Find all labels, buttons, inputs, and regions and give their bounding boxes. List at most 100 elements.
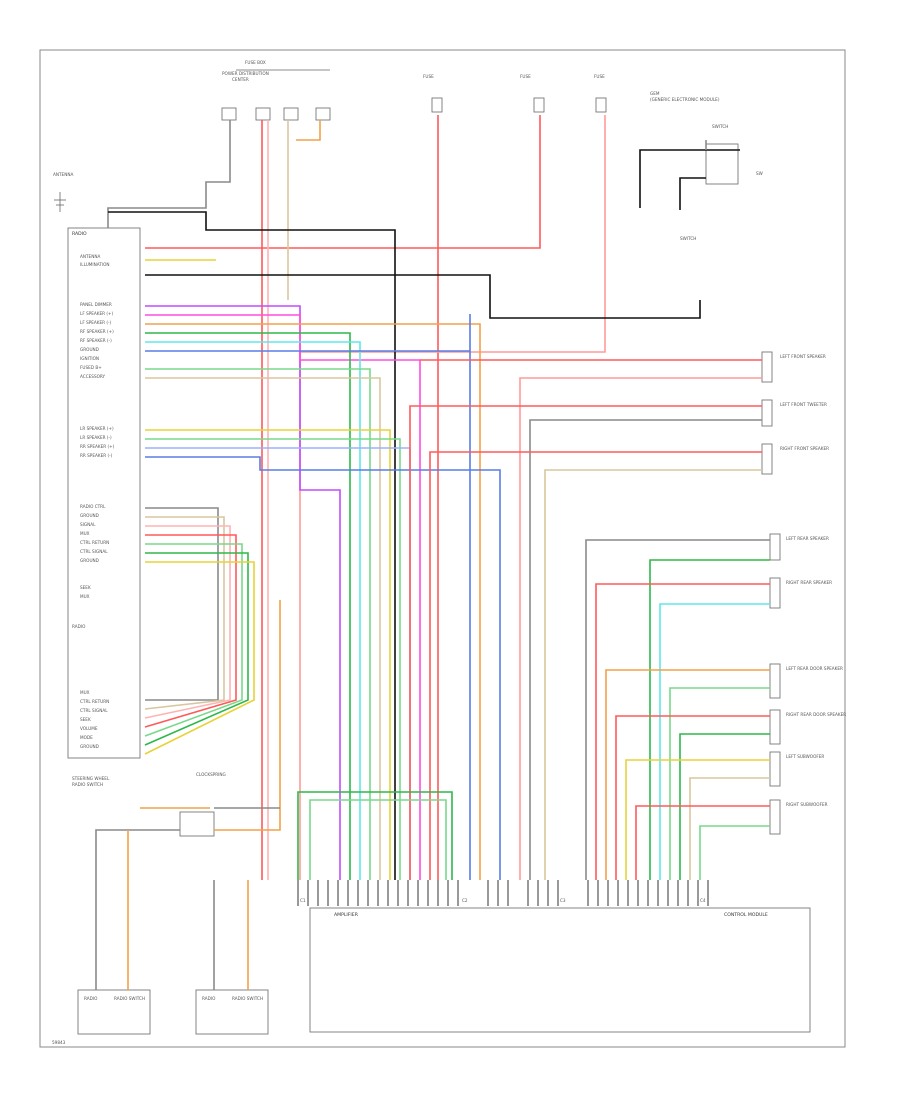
wire-rrd-green bbox=[679, 733, 770, 880]
sw-label: RADIO SWITCH bbox=[114, 996, 145, 1001]
pin-label: MUX bbox=[80, 594, 90, 599]
pin-label: ANTENNA bbox=[80, 254, 100, 259]
wire-amp-green-loop bbox=[297, 791, 453, 880]
fuse-3-label: FUSE bbox=[594, 74, 605, 79]
wire-lftw-gray bbox=[529, 419, 762, 880]
wire-gnd-cyan bbox=[145, 341, 361, 880]
pin-label: ACCESSORY bbox=[80, 374, 106, 379]
pin-label: LR SPEAKER (-) bbox=[80, 435, 112, 440]
pin-label: MUX bbox=[80, 690, 90, 695]
pin-label: FUSED B+ bbox=[80, 365, 102, 370]
amp-conn-label: C2 bbox=[462, 898, 468, 903]
amp-sub: CONTROL MODULE bbox=[724, 912, 768, 918]
sw-side-label: SW bbox=[756, 171, 763, 176]
pin-label: RF SPEAKER (-) bbox=[80, 338, 112, 343]
amp-conn-label: C3 bbox=[560, 898, 566, 903]
wire-acc-tan bbox=[145, 377, 381, 880]
wire-lrspk-gray bbox=[585, 539, 770, 880]
pin-label: SIGNAL bbox=[80, 522, 96, 527]
spk-label: LEFT FRONT SPEAKER bbox=[780, 354, 826, 359]
pin-label: RADIO CTRL bbox=[80, 504, 106, 509]
wire-steer-5 bbox=[144, 552, 249, 746]
diagram-frame bbox=[39, 49, 846, 1048]
amp-title: AMPLIFIER bbox=[334, 912, 359, 918]
wire-rfspk-red bbox=[429, 451, 762, 880]
sw-box-label: SWITCH bbox=[712, 124, 728, 129]
steering-label-2: RADIO SWITCH bbox=[72, 782, 103, 787]
fuse-2-label: FUSE bbox=[520, 74, 531, 79]
wire-gem-black-2 bbox=[679, 177, 706, 210]
wire-acc-pink bbox=[299, 115, 606, 880]
fuse-1-label: FUSE bbox=[423, 74, 434, 79]
wire-lrd-orange bbox=[605, 669, 770, 880]
wire-gem-black bbox=[639, 149, 740, 208]
pin-label: MUX bbox=[80, 531, 90, 536]
pin-label: ILLUMINATION bbox=[80, 262, 110, 267]
wire-steer-2 bbox=[144, 525, 231, 719]
amplifier-module: AMPLIFIER CONTROL MODULE C1 C2 C3 C4 bbox=[300, 898, 811, 1033]
wire-lfspk-pink bbox=[519, 377, 762, 880]
wire-lftw-red bbox=[409, 405, 762, 880]
antenna-label: ANTENNA bbox=[53, 172, 73, 177]
footer-code: 59843 bbox=[52, 1040, 66, 1045]
wire-steer-1 bbox=[144, 516, 225, 710]
wire-acc-light-green bbox=[145, 368, 371, 880]
pin-label: PANEL DIMMER bbox=[80, 302, 112, 307]
spk-label: LEFT REAR SPEAKER bbox=[786, 536, 829, 541]
clockspring-label: CLOCKSPRING bbox=[196, 772, 226, 777]
wire-rrspk-red bbox=[595, 583, 770, 880]
wire-amp-green-loop-2 bbox=[309, 799, 447, 880]
wire-rsub-light-green bbox=[699, 825, 770, 880]
sw-label: RADIO bbox=[202, 996, 216, 1001]
sw-label: RADIO bbox=[84, 996, 98, 1001]
pin-label: IGNITION bbox=[80, 356, 99, 361]
wire-lsub-yellow bbox=[625, 759, 770, 880]
wire-steer-3 bbox=[144, 534, 237, 728]
pin-label: CTRL SIGNAL bbox=[80, 708, 108, 713]
top-power-block: FUSE BOX POWER DISTRIBUTION CENTER FUSE … bbox=[221, 60, 763, 241]
wire-lf-plus-violet bbox=[145, 305, 341, 880]
steering-label: STEERING WHEEL bbox=[72, 776, 110, 781]
pin-label: LF SPEAKER (-) bbox=[80, 320, 112, 325]
pin-label: GROUND bbox=[80, 744, 99, 749]
wire-rr-blue bbox=[145, 456, 501, 880]
wire-rrspk-cyan bbox=[659, 603, 770, 880]
wire-rf-minus-green bbox=[145, 332, 351, 880]
pin-label: MODE bbox=[80, 735, 93, 740]
wire-lsub-tan bbox=[689, 777, 770, 880]
wire-lrd-light-green bbox=[669, 687, 770, 880]
pin-label: GROUND bbox=[80, 513, 99, 518]
spk-label: LEFT SUBWOOFER bbox=[786, 754, 824, 759]
wire-ign-blue bbox=[145, 314, 471, 880]
pin-label: CTRL SIGNAL bbox=[80, 549, 108, 554]
pin-label: CTRL RETURN bbox=[80, 540, 109, 545]
pin-label: CTRL RETURN bbox=[80, 699, 109, 704]
wire-lf-minus-magenta bbox=[145, 314, 421, 880]
svg-text:FUSE BOX: FUSE BOX bbox=[245, 60, 266, 65]
spk-label: LEFT REAR DOOR SPEAKER bbox=[786, 666, 843, 671]
pin-label: VOLUME bbox=[80, 726, 98, 731]
wire-ant-black bbox=[108, 211, 396, 880]
wire-steer-4 bbox=[144, 543, 243, 737]
pin-label: GROUND bbox=[80, 558, 99, 563]
radio-title: RADIO bbox=[72, 231, 87, 237]
pin-label: SEEK bbox=[80, 717, 91, 722]
wire-steer-6 bbox=[144, 561, 255, 755]
radio-module: RADIO RADIO STEERING WHEEL RADIO SWITCH bbox=[67, 227, 141, 787]
wire-steer-gray bbox=[95, 829, 180, 990]
gem-label-1: GEM bbox=[650, 91, 660, 96]
wire-rf-plus-orange bbox=[145, 323, 481, 880]
wire-pwr-orange bbox=[296, 120, 321, 141]
wire-rfspk-tan bbox=[544, 469, 762, 880]
clockspring-block: CLOCKSPRING RADIO RADIO SWITCH RADIO RAD… bbox=[77, 772, 269, 1035]
pin-label: RR SPEAKER (-) bbox=[80, 453, 113, 458]
wire-bplus-red bbox=[145, 115, 541, 249]
spk-label: RIGHT REAR SPEAKER bbox=[786, 580, 832, 585]
pin-label: LF SPEAKER (+) bbox=[80, 311, 114, 316]
radio-sub: RADIO bbox=[72, 624, 86, 629]
pin-label: LR SPEAKER (+) bbox=[80, 426, 114, 431]
wire-lr-light-green bbox=[145, 438, 401, 880]
wire-rrd-red bbox=[615, 715, 770, 880]
wire-steer-orange bbox=[214, 600, 281, 831]
